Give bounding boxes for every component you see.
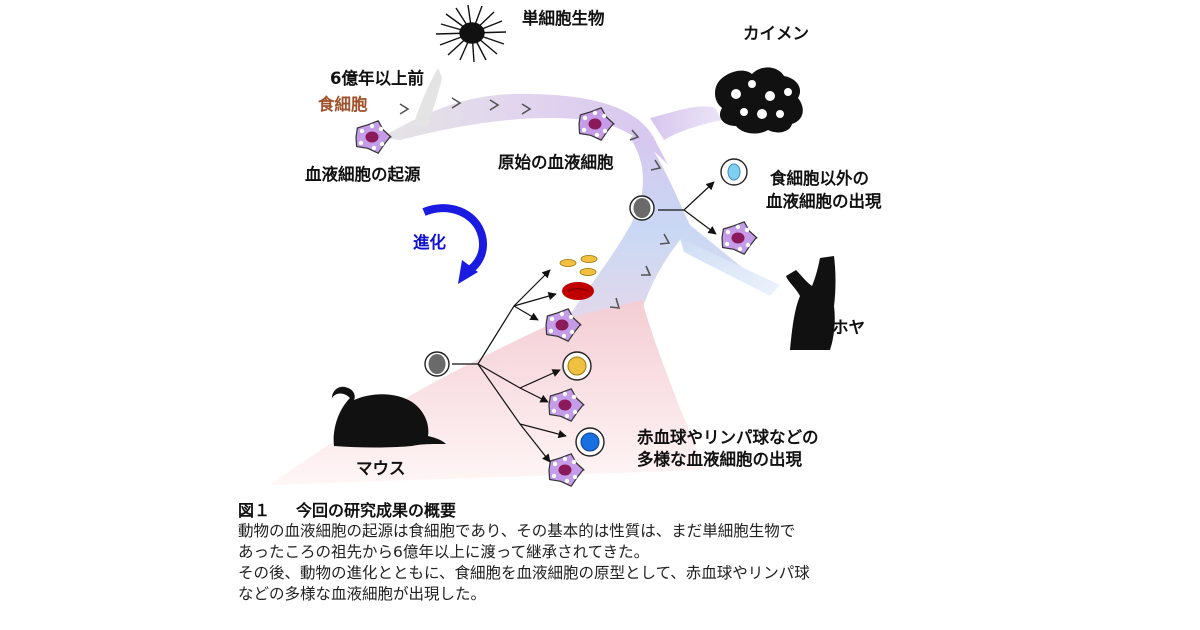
phagocyte-vacuole [744,227,750,233]
phagocyte-vacuole [582,115,588,121]
mouse-icon [332,386,446,448]
label-primitive: 原始の血液細胞 [498,153,614,172]
phagocyte-vacuole [548,328,554,334]
label-sponge: カイメン [743,24,809,43]
phagocyte-vacuole [724,241,730,247]
platelet-cells [559,254,598,276]
caption-title: 今回の研究成果の概要 [296,501,457,520]
caption-line: あったころの祖先から6億年以上に渡って継承されてきた。 [238,543,650,561]
phagocyte-cell [578,107,615,141]
caption-title-row: 図１ 今回の研究成果の概要 [238,500,1138,521]
phagocyte-vacuole [592,110,598,116]
label-evolution: 進化 [413,233,446,252]
ascidian-differentiation-arrows [658,181,717,235]
phagocyte-cell [355,120,392,154]
phagocyte-vacuole [571,459,577,465]
phagocyte-vacuole [725,229,731,235]
phagocyte-vacuole [552,461,558,467]
unicellular-organism-icon [435,4,507,63]
blue-cell [575,427,605,457]
phagocyte-nucleus [558,399,572,411]
caption-line: などの多様な血液細胞が出現した。 [238,585,487,603]
phagocyte-vacuole [737,246,743,252]
phagocyte-nucleus [731,232,745,244]
phagocyte-vacuole [552,396,558,402]
label-years: 6億年以上前 [330,69,424,88]
phagocyte-vacuole [581,127,587,133]
sponge-icon [715,67,803,134]
evolution-diagram [270,4,836,487]
figure-caption: 図１ 今回の研究成果の概要 動物の血液細胞の起源は食細胞であり、その基本的は性質は… [238,500,1138,605]
phagocyte-cell [548,453,585,487]
phagocyte-vacuole [549,316,555,322]
phagocyte-vacuole [562,456,568,462]
phagocyte-vacuole [572,409,578,415]
phagocyte-cells [355,107,758,487]
phagocyte-vacuole [735,224,741,230]
phagocyte-vacuole [602,128,608,134]
phagocyte-vacuole [564,413,570,419]
phagocyte-vacuole [358,140,364,146]
yellow-cell [562,351,592,381]
phagocyte-vacuole [745,242,751,248]
evolution-arrow-icon [422,204,487,284]
phagocyte-vacuole [378,126,384,132]
label-origin: 血液細胞の起源 [305,165,421,184]
phagocyte-nucleus [558,464,572,476]
phagocyte-vacuole [369,123,375,129]
phagocyte-cell [545,308,582,342]
label-mouse: マウス [356,459,406,478]
phagocyte-vacuole [561,333,567,339]
phagocyte-vacuole [551,408,557,414]
phagocyte-vacuole [371,145,377,151]
phagocyte-vacuole [379,141,385,147]
label-diverse-2: 多様な血液細胞の出現 [637,450,802,469]
phagocyte-vacuole [559,311,565,317]
phagocyte-vacuole [569,329,575,335]
flow-chevrons [399,97,671,309]
phagocyte-vacuole [359,128,365,134]
label-phagocyte: 食細胞 [318,95,368,114]
label-diverse-1: 赤血球やリンパ球などの [637,428,819,447]
phagocyte-vacuole [562,391,568,397]
light-blue-cell [720,158,748,186]
phagocyte-nucleus [555,319,569,331]
label-unicellular: 単細胞生物 [522,9,605,28]
label-non-phagocyte-2: 血液細胞の出現 [766,192,882,211]
stem-cell-ascidian [629,195,655,221]
phagocyte-cell [721,221,758,255]
red-blood-cell [562,282,594,300]
phagocyte-vacuole [601,113,607,119]
phagocyte-nucleus [365,131,379,143]
ascidian-icon [786,256,836,350]
phagocyte-vacuole [568,314,574,320]
phagocyte-vacuole [572,474,578,480]
phagocyte-vacuole [551,473,557,479]
stem-cell-mouse [424,351,450,377]
phagocyte-vacuole [594,132,600,138]
phagocyte-cell [548,388,585,422]
mouse-differentiation-arrows [452,269,567,463]
phagocyte-vacuole [571,394,577,400]
phagocyte-vacuole [564,478,570,484]
caption-figure-number: 図１ [238,501,271,520]
caption-line: 動物の血液細胞の起源は食細胞であり、その基本的は性質は、まだ単細胞生物で [238,522,796,540]
caption-line: その後、動物の進化とともに、食細胞を血液細胞の原型として、赤血球やリンパ球 [238,564,810,582]
phagocyte-nucleus [588,118,602,130]
label-ascidian: ホヤ [832,318,865,337]
label-non-phagocyte-1: 食細胞以外の [770,169,869,188]
